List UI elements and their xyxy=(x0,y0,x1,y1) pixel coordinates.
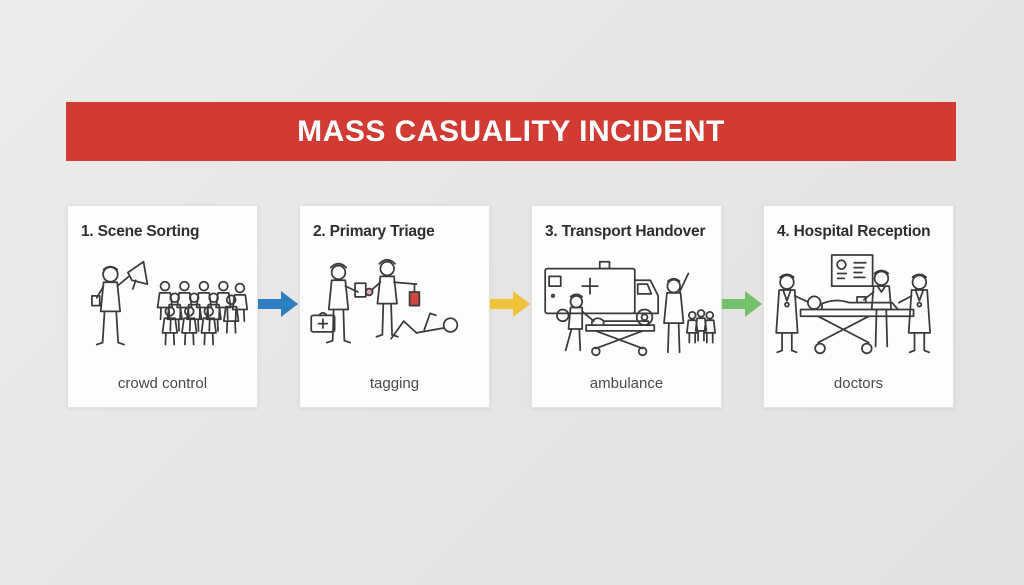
medic-tagging-patient-icon xyxy=(310,258,459,344)
banner: MASS CASUALITY INCIDENT xyxy=(66,102,956,161)
step-caption: tagging xyxy=(369,375,420,392)
step-title: 3. Transport Handover xyxy=(545,223,706,240)
arrow-shape xyxy=(258,291,298,317)
arrow-shape xyxy=(722,291,762,317)
step-title: 4. Hospital Reception xyxy=(777,223,931,240)
flow-arrow-right-icon xyxy=(490,291,530,317)
doctors-illustration xyxy=(764,250,953,368)
doctors-gurney-icon xyxy=(774,254,931,355)
flow-arrow-right-icon xyxy=(722,291,762,317)
step-card-primary-triage: 2. Primary Triage xyxy=(299,205,490,408)
step-card-transport-handover: 3. Transport Handover xyxy=(531,205,722,408)
step-caption: crowd control xyxy=(117,375,208,392)
banner-title: MASS CASUALITY INCIDENT xyxy=(297,114,725,148)
step-card-hospital-reception: 4. Hospital Reception xyxy=(763,205,954,408)
arrow-shape xyxy=(490,291,530,317)
step-caption: ambulance xyxy=(589,375,664,392)
step-caption: doctors xyxy=(833,375,884,392)
step-title: 1. Scene Sorting xyxy=(81,223,200,240)
tagging-illustration xyxy=(300,250,489,368)
megaphone-crowd-icon xyxy=(91,260,249,346)
flow-arrow-right-icon xyxy=(258,291,298,317)
ambulance-stretcher-icon xyxy=(543,260,716,357)
step-card-scene-sorting: 1. Scene Sorting xyxy=(67,205,258,408)
crowd-control-illustration xyxy=(68,250,257,368)
ambulance-illustration xyxy=(532,250,721,368)
step-title: 2. Primary Triage xyxy=(313,223,435,240)
